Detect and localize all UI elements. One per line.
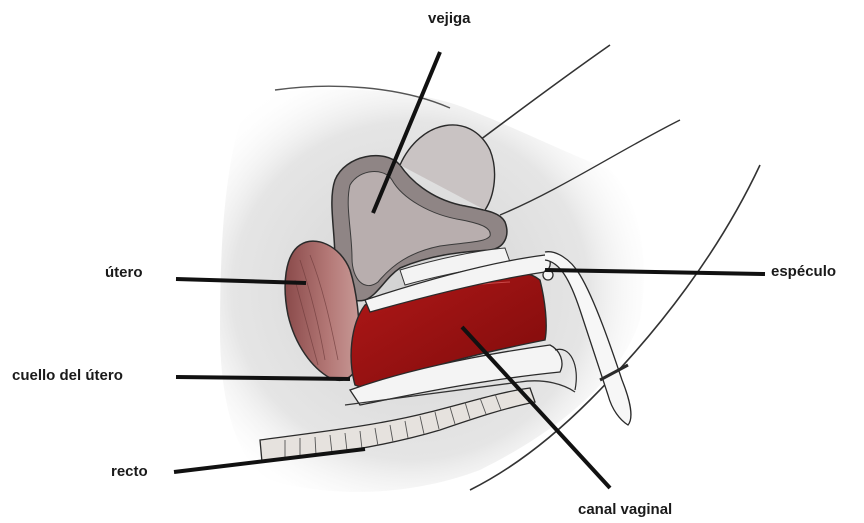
label-vejiga: vejiga [428, 11, 471, 26]
label-recto: recto [111, 464, 148, 479]
label-cuello: cuello del útero [12, 368, 123, 383]
label-especulo: espéculo [771, 264, 836, 279]
thigh-outline [480, 45, 610, 140]
label-canal: canal vaginal [578, 502, 672, 517]
leader-line-cuello [176, 377, 350, 379]
label-utero: útero [105, 265, 143, 280]
